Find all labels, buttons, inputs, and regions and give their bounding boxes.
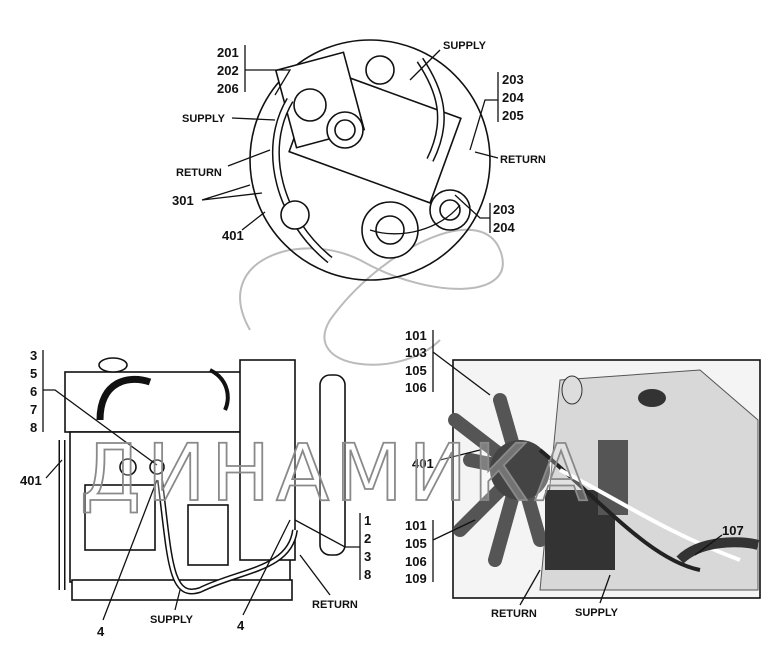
label-8: 8 bbox=[30, 420, 37, 435]
label-401-side: 401 bbox=[20, 473, 42, 488]
label-supply-left: SUPPLY bbox=[182, 113, 226, 125]
label-2: 2 bbox=[364, 531, 371, 546]
label-5: 5 bbox=[30, 366, 37, 381]
label-203-lower: 203 bbox=[493, 202, 515, 217]
label-204-lower: 204 bbox=[493, 220, 515, 235]
label-return-right: RETURN bbox=[500, 154, 546, 166]
label-3: 3 bbox=[30, 348, 37, 363]
label-301: 301 bbox=[172, 193, 194, 208]
label-204: 204 bbox=[502, 90, 524, 105]
label-supply-photo: SUPPLY bbox=[575, 607, 619, 619]
label-supply-top: SUPPLY bbox=[443, 40, 487, 52]
top-engine-view bbox=[201, 39, 499, 281]
label-203: 203 bbox=[502, 72, 524, 87]
label-1: 1 bbox=[364, 513, 371, 528]
label-return-photo: RETURN bbox=[491, 608, 537, 620]
label-105-lower: 105 bbox=[405, 536, 427, 551]
side-engine-view bbox=[42, 350, 361, 621]
label-7: 7 bbox=[30, 402, 37, 417]
label-105: 105 bbox=[405, 363, 427, 378]
label-return-left: RETURN bbox=[176, 167, 222, 179]
label-101-lower: 101 bbox=[405, 518, 427, 533]
label-401-top: 401 bbox=[222, 228, 244, 243]
label-206: 206 bbox=[217, 81, 239, 96]
label-3-right: 3 bbox=[364, 549, 371, 564]
label-109: 109 bbox=[405, 571, 427, 586]
label-8-right: 8 bbox=[364, 567, 371, 582]
label-401-photo: 401 bbox=[412, 456, 434, 471]
label-supply-side: SUPPLY bbox=[150, 614, 194, 626]
watermark-swirl bbox=[239, 228, 504, 366]
label-103: 103 bbox=[405, 345, 427, 360]
label-101: 101 bbox=[405, 328, 427, 343]
label-4-right: 4 bbox=[237, 618, 245, 633]
label-205: 205 bbox=[502, 108, 524, 123]
label-6: 6 bbox=[30, 384, 37, 399]
label-201: 201 bbox=[217, 45, 239, 60]
label-106: 106 bbox=[405, 380, 427, 395]
label-107: 107 bbox=[722, 523, 744, 538]
label-4-left: 4 bbox=[97, 624, 105, 639]
label-106-lower: 106 bbox=[405, 554, 427, 569]
photo-engine-view bbox=[432, 330, 761, 606]
label-202: 202 bbox=[217, 63, 239, 78]
label-return-side: RETURN bbox=[312, 599, 358, 611]
